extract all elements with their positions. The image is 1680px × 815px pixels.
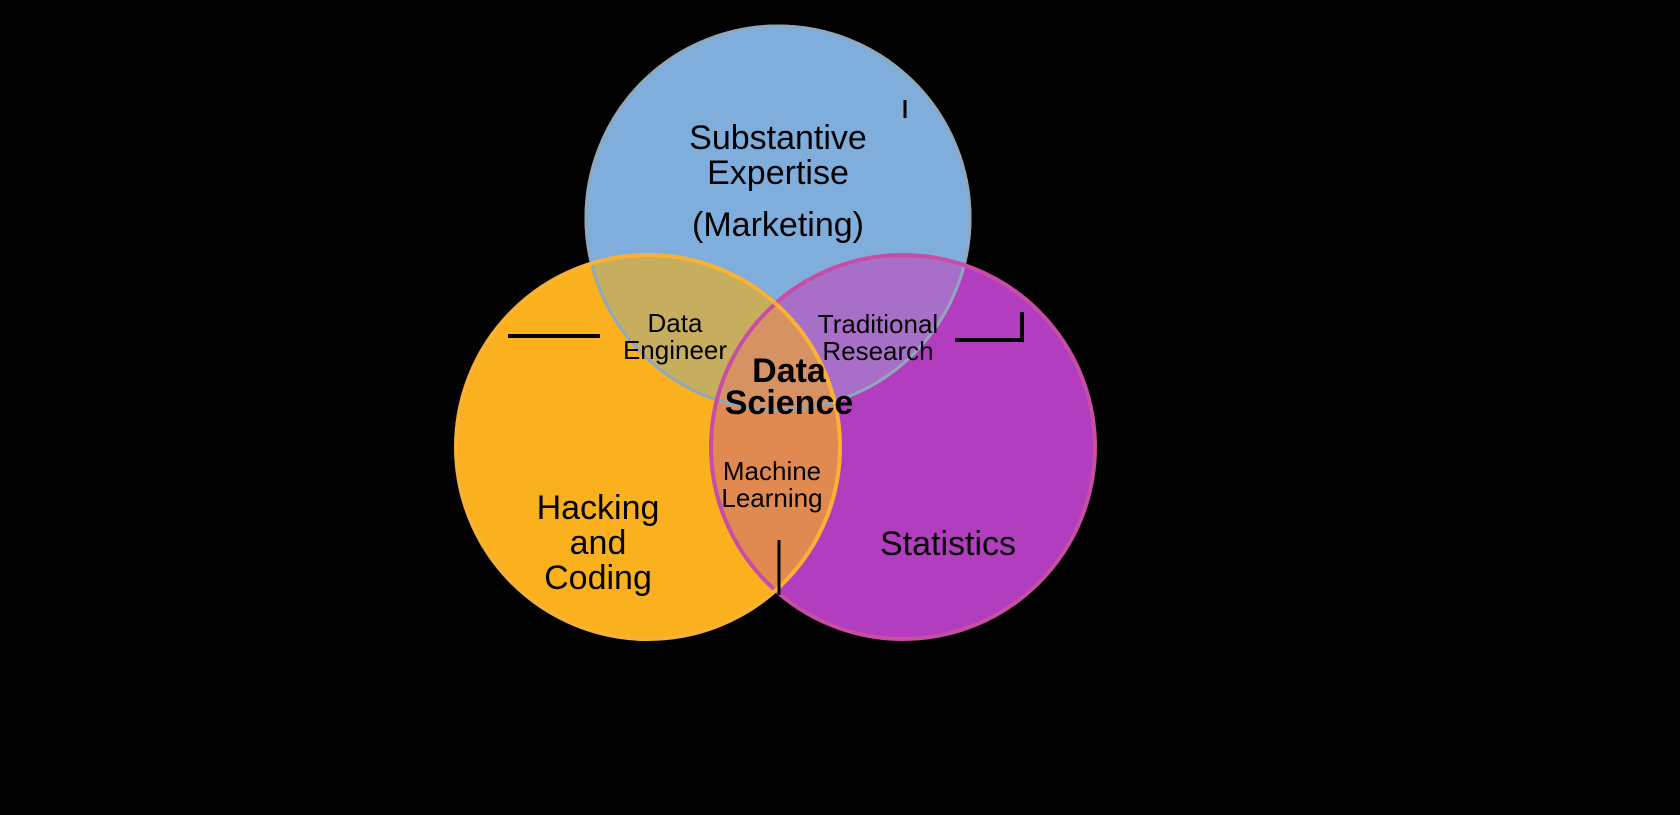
label-statistics-text: Statistics — [880, 525, 1016, 563]
label-traditional-line2: Research — [822, 336, 933, 366]
label-substantive-line2: Expertise — [707, 154, 849, 192]
label-hacking-line3: Coding — [544, 559, 652, 597]
label-machine-learning: Machine Learning — [721, 456, 822, 513]
label-machine-line2: Learning — [721, 483, 822, 513]
label-substantive-sub: (Marketing) — [692, 206, 864, 244]
label-traditional-research: Traditional Research — [818, 309, 938, 366]
label-data-science: Data Science — [725, 352, 854, 422]
region-data-science[interactable] — [711, 255, 1095, 639]
outline-statistics — [709, 253, 1097, 641]
label-hacking-line1: Hacking — [537, 489, 660, 527]
label-data-engineer-line2: Engineer — [623, 335, 727, 365]
label-statistics: Statistics — [880, 525, 1016, 563]
label-hacking-line2: and — [570, 524, 627, 562]
right-bracket-line — [955, 312, 1024, 342]
outline-hacking-and-coding — [454, 253, 842, 641]
venn-circle-outlines — [454, 24, 1097, 641]
venn-intersections — [586, 255, 1095, 639]
label-data-engineer: Data Engineer — [623, 308, 727, 365]
label-data-engineer-line1: Data — [648, 308, 703, 338]
label-hacking-and-coding: Hacking and Coding — [537, 489, 660, 597]
label-traditional-line1: Traditional — [818, 309, 938, 339]
label-center-line1: Data — [752, 352, 827, 390]
intersection-labels: Data Engineer Traditional Research Machi… — [623, 308, 938, 513]
label-substantive-line1: Substantive — [689, 119, 867, 157]
label-substantive-expertise: Substantive Expertise (Marketing) — [689, 119, 867, 244]
outline-substantive-expertise — [584, 24, 972, 412]
circle-labels: Substantive Expertise (Marketing) Hackin… — [537, 119, 1016, 597]
annotation-rules — [508, 100, 1024, 595]
label-machine-line1: Machine — [723, 456, 821, 486]
label-center-line2: Science — [725, 384, 854, 422]
